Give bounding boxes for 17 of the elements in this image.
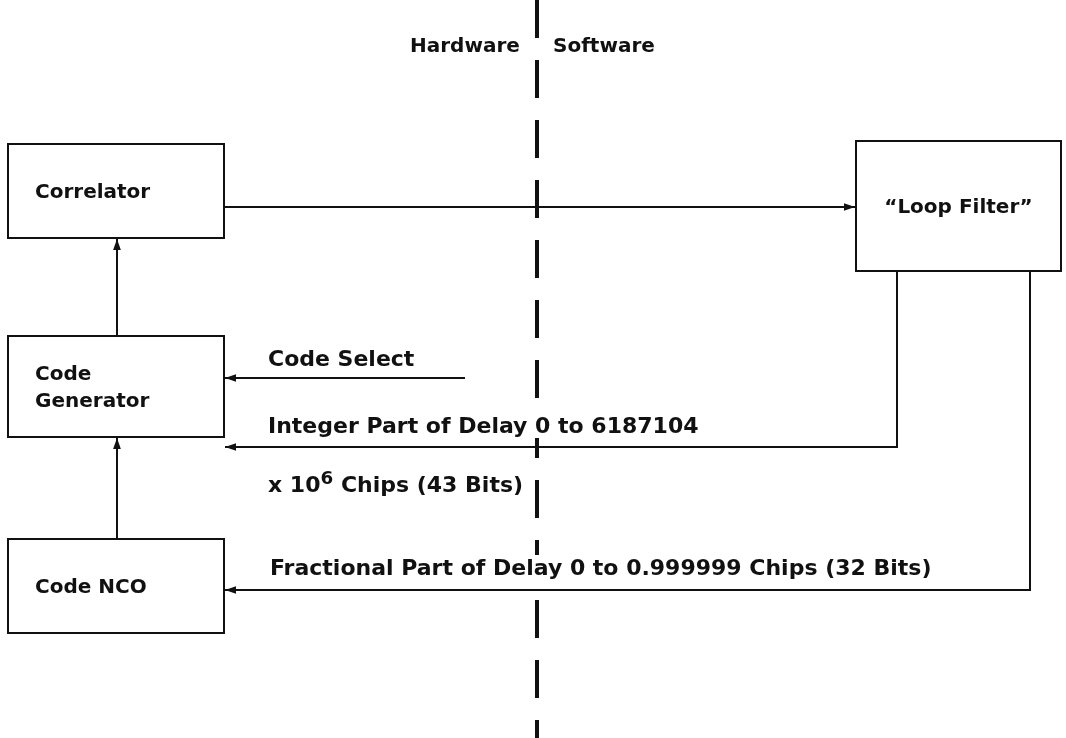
arrow bbox=[224, 271, 1031, 594]
arrow bbox=[224, 203, 856, 211]
arrow bbox=[224, 374, 466, 382]
arrow bbox=[224, 271, 898, 451]
box-label: Code Generator bbox=[35, 359, 151, 414]
section-label: Hardware bbox=[410, 33, 520, 57]
box-label: “Loop Filter” bbox=[884, 192, 1033, 220]
box-label: Code NCO bbox=[35, 572, 147, 600]
arrow bbox=[113, 437, 121, 539]
process-box bbox=[7, 335, 225, 438]
edge-label: Fractional Part of Delay 0 to 0.999999 Chips (32 Bits) bbox=[270, 554, 933, 582]
box-label: Correlator bbox=[35, 177, 151, 205]
arrow bbox=[113, 238, 121, 336]
section-label: Software bbox=[553, 33, 655, 57]
process-box bbox=[855, 140, 1062, 272]
process-box bbox=[7, 538, 225, 634]
process-box bbox=[7, 143, 225, 239]
